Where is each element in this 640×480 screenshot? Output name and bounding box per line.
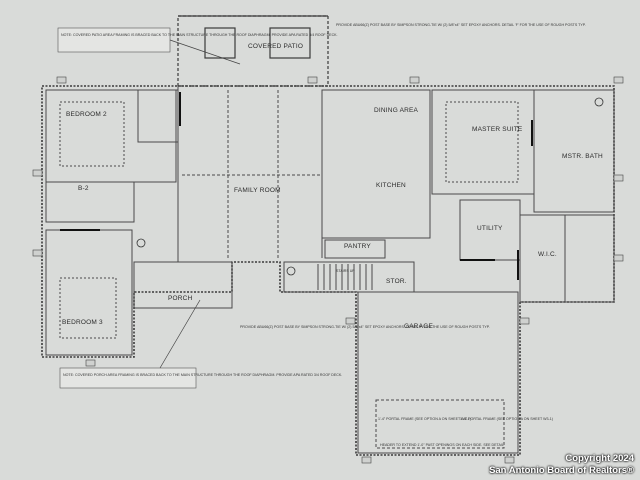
room-label-utility: UTILITY	[477, 225, 503, 232]
covered-patio	[177, 15, 329, 87]
post-note-bottom: PROVIDE ABU66(Z) POST BASE BY SIMPSON ST…	[240, 325, 490, 329]
room-label-porch: PORCH	[168, 295, 193, 302]
interior-walls	[45, 86, 615, 454]
header-note: HEADER TO EXTEND 1'-0" PAST OPENINGS ON …	[380, 443, 504, 447]
post-note-top: PROVIDE ABU66(Z) POST BASE BY SIMPSON ST…	[336, 23, 586, 27]
room-label-garage: GARAGE	[404, 323, 433, 330]
room-label-family-room: FAMILY ROOM	[234, 187, 281, 194]
dimension-tags	[32, 76, 624, 464]
room-label-bath2: B-2	[78, 185, 89, 192]
room-label-bedroom3: BEDROOM 3	[62, 319, 103, 326]
wall-markers	[60, 92, 533, 280]
room-label-master-suite: MASTER SUITE	[472, 126, 523, 133]
room-label-kitchen: KITCHEN	[376, 182, 406, 189]
room-label-bedroom2: BEDROOM 2	[66, 111, 107, 118]
portal-note-right: 1'-4" PORTAL FRAME (SEE OPTION A ON SHEE…	[460, 417, 553, 421]
porch-note: NOTE: COVERED PORCH AREA FRAMING IS BRAC…	[63, 373, 342, 377]
house-outline	[41, 85, 615, 456]
section-markers	[136, 97, 604, 276]
copyright-line1: Copyright 2024	[565, 453, 634, 464]
room-label-covered-patio: COVERED PATIO	[248, 43, 303, 50]
room-label-pantry: PANTRY	[344, 243, 371, 250]
room-label-dining-area: DINING AREA	[374, 107, 419, 114]
patio-note-box: NOTE: COVERED PATIO AREA FRAMING IS BRAC…	[57, 27, 338, 65]
porch-note-box: NOTE: COVERED PORCH AREA FRAMING IS BRAC…	[59, 299, 342, 389]
stairs-label: STAIRS UP	[336, 269, 355, 273]
room-label-mstr-bath: MSTR. BATH	[562, 153, 603, 160]
room-label-stor: STOR.	[386, 278, 407, 285]
copyright-line2: San Antonio Board of Realtors®	[489, 465, 634, 476]
portal-note-left: 1'-4" PORTAL FRAME (SEE OPTION A ON SHEE…	[378, 417, 471, 421]
room-label-wic: W.I.C.	[538, 251, 557, 258]
patio-note: NOTE: COVERED PATIO AREA FRAMING IS BRAC…	[61, 33, 338, 37]
